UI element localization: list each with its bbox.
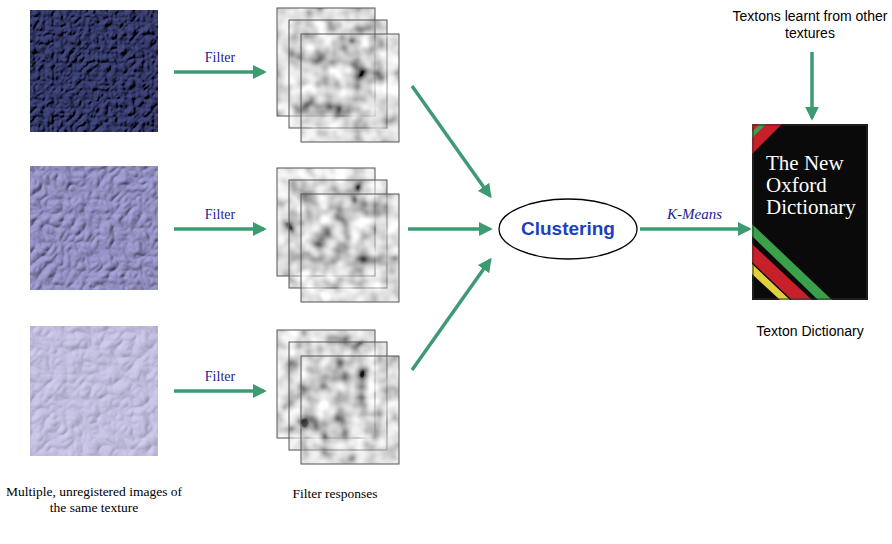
flow-arrow [640, 227, 749, 231]
stripe [752, 244, 812, 300]
stripe [752, 224, 832, 300]
node-text: Clustering [498, 198, 638, 240]
caption-label: Multiple, unregistered images of the sam… [4, 484, 184, 516]
book-node: The New Oxford DictionaryTexton Dictiona… [752, 124, 868, 340]
book-caption: Texton Dictionary [732, 322, 888, 340]
filter-label: Filter [185, 207, 255, 224]
book-cover: The New Oxford Dictionary [752, 124, 868, 300]
book-title: The New Oxford Dictionary [752, 124, 868, 218]
stripe [752, 124, 766, 138]
spine-line [753, 125, 867, 299]
edge-label: K-Means [667, 205, 722, 223]
ellipse-shape [499, 199, 637, 259]
stripe [752, 264, 790, 300]
stripe [752, 124, 782, 154]
cluster-ellipse: Clustering [498, 198, 638, 260]
note-label: Textons learnt from other textures [730, 8, 890, 42]
filter-label: Filter [185, 369, 255, 386]
caption-label: Filter responses [270, 486, 400, 502]
filter-label: Filter [185, 50, 255, 67]
